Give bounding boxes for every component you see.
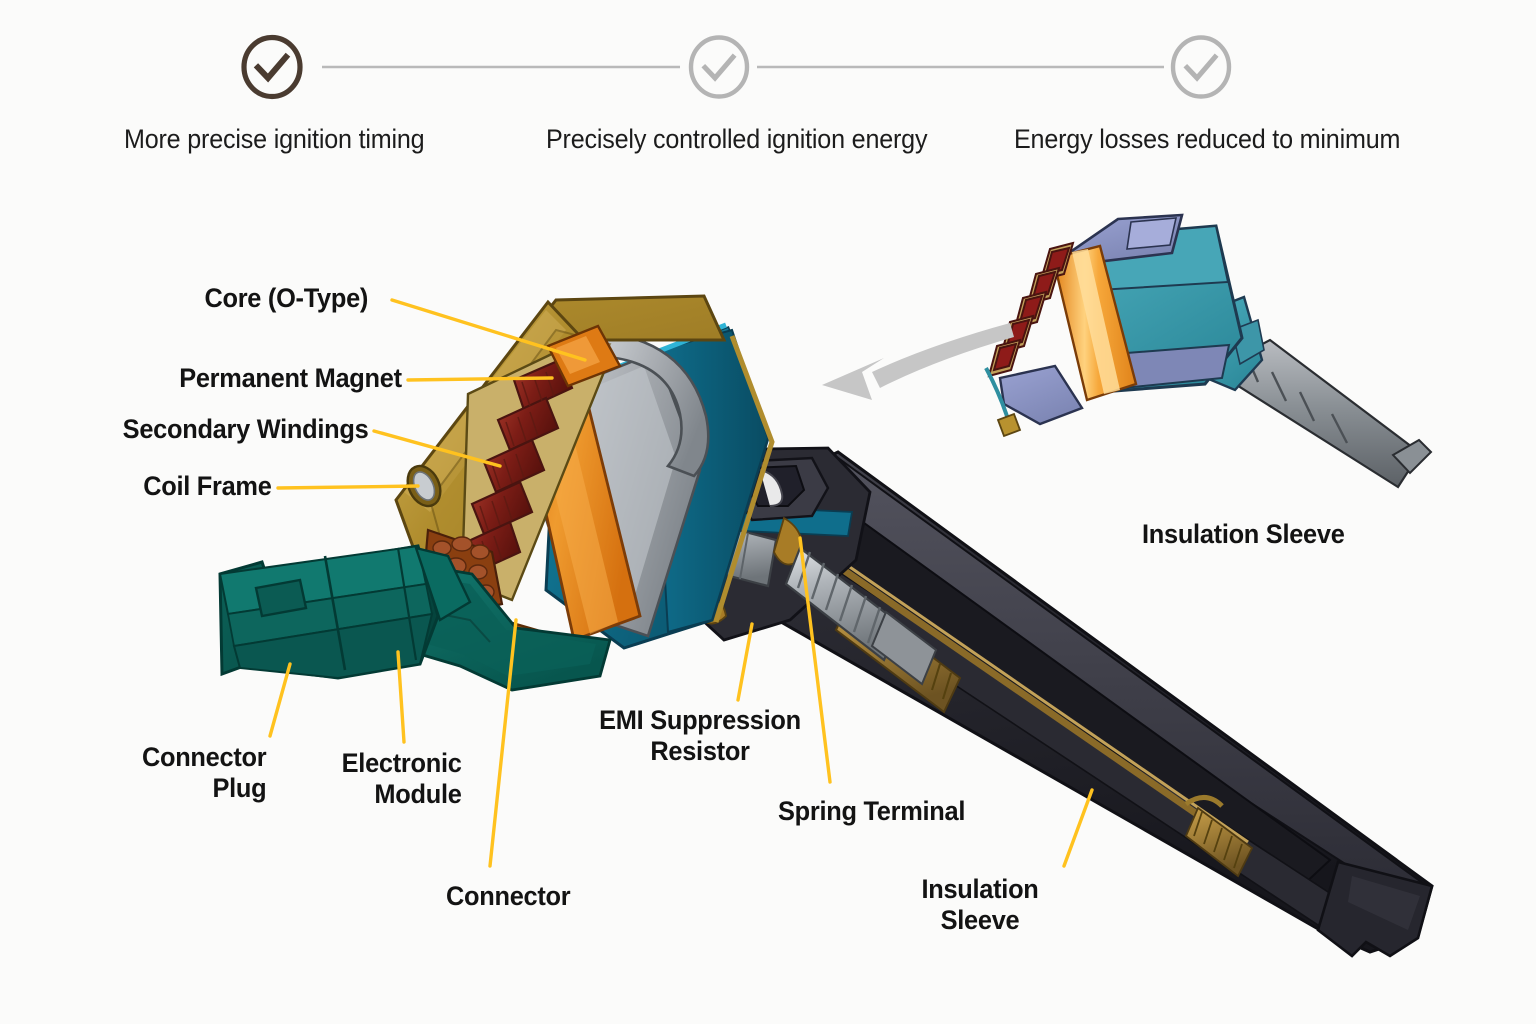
check-circle-icon-1: [239, 34, 305, 100]
benefits-connector-lines: [322, 65, 1164, 69]
inset-winding-blocks: [987, 241, 1075, 378]
leader-spring-terminal: [798, 536, 832, 784]
callout-connector: Connector: [446, 881, 571, 911]
curved-pointer-arrow: [822, 323, 1014, 400]
check-circle-icon-2: [686, 34, 752, 100]
callout-secondary-windings: Secondary Windings: [122, 414, 368, 444]
benefit-label-3: Energy losses reduced to minimum: [1014, 124, 1401, 154]
leader-connector: [488, 618, 518, 868]
leader-insulation-sleeve-main: [1062, 788, 1094, 868]
leader-permanent-magnet: [406, 376, 554, 382]
benefits-strip: More precise ignition timing Precisely c…: [0, 0, 1536, 180]
inset-spark-shaft: [1210, 338, 1433, 489]
leader-core: [390, 298, 587, 362]
benefit-label-1: More precise ignition timing: [124, 124, 425, 154]
callout-spring-terminal: Spring Terminal: [778, 796, 966, 826]
benefit-label-2: Precisely controlled ignition energy: [546, 124, 928, 154]
leader-connector-plug: [268, 662, 292, 738]
connector-plug: [218, 544, 472, 680]
callout-connector-plug: Connector Plug: [141, 742, 267, 803]
callout-emi-suppression-resistor: EMI Suppression Resistor: [599, 705, 801, 766]
inset-lower-cap: [984, 364, 1084, 438]
callout-electronic-module: Electronic Module: [342, 748, 462, 809]
callout-coil-frame: Coil Frame: [143, 471, 273, 501]
callout-permanent-magnet: Permanent Magnet: [179, 363, 402, 393]
permanent-magnet: [546, 324, 622, 388]
callout-core: Core (O-Type): [204, 283, 368, 313]
inset-core-orange: [1051, 244, 1138, 402]
callout-insulation-sleeve-inset: Insulation Sleeve: [1142, 519, 1345, 549]
leader-coil-frame: [276, 484, 420, 490]
inset-coil-illustration: [984, 213, 1433, 489]
mounting-eyelet: [406, 464, 442, 508]
callout-insulation-sleeve-main: Insulation Sleeve: [921, 874, 1039, 935]
leader-electronic-module: [396, 650, 406, 744]
check-circle-icon-3: [1168, 34, 1234, 100]
leader-lines: [268, 298, 1094, 868]
leader-secondary-windings: [372, 429, 502, 468]
leader-emi-resistor: [736, 622, 754, 702]
